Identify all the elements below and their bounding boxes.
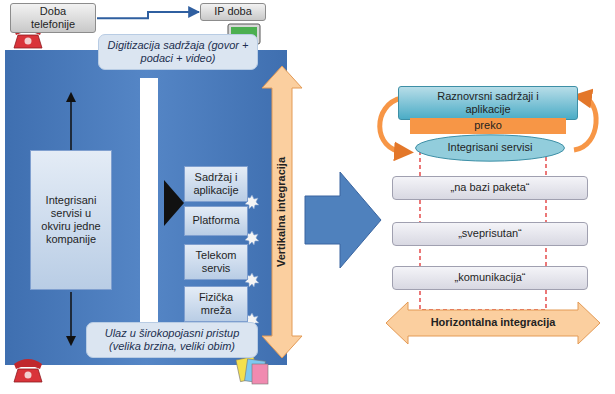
- horizontal-arrow-band: Horizontalna integracija: [386, 302, 600, 344]
- blue-panel-part: [5, 50, 287, 365]
- transition-triangle: [164, 180, 184, 226]
- transition-arrow: [97, 12, 199, 18]
- callout-box: Digitizacija sadržaja (govor + podaci + …: [98, 34, 258, 70]
- node-text: Digitizacija sadržaja (govor + podaci + …: [107, 39, 249, 65]
- era-box: IP doba: [200, 3, 266, 21]
- blue-panel-part: [140, 78, 158, 342]
- layer-box: Sadržaj i aplikacije: [184, 166, 248, 202]
- telephone-icon-part: [14, 369, 42, 382]
- content-box: Raznovrsni sadržaji i aplikacije: [398, 86, 578, 120]
- node-text: Fizička mreža: [189, 291, 243, 317]
- era-box: Doba telefonije: [10, 3, 96, 33]
- telephone-icon: [14, 359, 42, 382]
- layer-box: Telekom servis: [184, 244, 248, 280]
- via-band: preko: [410, 118, 566, 134]
- node-text: preko: [474, 119, 502, 132]
- node-text: Raznovrsni sadržaji i aplikacije: [417, 90, 559, 116]
- node-text: IP doba: [214, 5, 252, 18]
- node-text: Telekom servis: [189, 249, 243, 275]
- vertical-arrow-band: Vertikalna integracija: [262, 66, 302, 358]
- double-arrow-shape: [386, 302, 600, 344]
- node-text: „na bazi paketa“: [451, 181, 530, 194]
- inner-arrows-part: [70, 292, 72, 344]
- blue-panel: [5, 50, 287, 365]
- node-text: Horizontalna integracija: [431, 316, 556, 329]
- node-text: Platforma: [192, 214, 239, 227]
- telephone-icon-part: [14, 359, 42, 369]
- node-text: Sadržaj i aplikacije: [189, 171, 243, 197]
- layer-box: Platforma: [184, 206, 248, 236]
- node-text: Doba telefonije: [17, 5, 89, 31]
- ellipse-shape: [416, 135, 565, 161]
- node-text: „sveprisutan“: [458, 227, 522, 240]
- node-text: Vertikalna integracija: [275, 157, 288, 267]
- telephone-icon-part: [25, 38, 32, 45]
- documents-icon: [236, 356, 268, 384]
- property-box: „sveprisutan“: [392, 222, 588, 246]
- node-text: Ulaz u širokopojasni pristup (velika brz…: [95, 327, 249, 353]
- inner-arrows-part: [70, 94, 72, 150]
- layer-box: Fizička mreža: [184, 286, 248, 322]
- service-ellipse: Integrisani servisi: [414, 134, 566, 162]
- telephone-icon-part: [25, 372, 32, 379]
- node-text: Integrisani servisi u okviru jedne kompa…: [35, 194, 107, 247]
- big-right-arrow: [305, 172, 381, 268]
- node-text: „komunikacija“: [455, 271, 526, 284]
- node-text: Integrisani servisi: [448, 141, 533, 154]
- property-box: „na bazi paketa“: [392, 176, 588, 200]
- telephone-icon-part: [14, 35, 42, 48]
- process-box: Integrisani servisi u okviru jedne kompa…: [30, 150, 112, 290]
- double-arrow-shape: [262, 66, 302, 358]
- callout-box: Ulaz u širokopojasni pristup (velika brz…: [86, 322, 258, 358]
- property-box: „komunikacija“: [392, 266, 588, 290]
- documents-icon-part: [252, 364, 268, 384]
